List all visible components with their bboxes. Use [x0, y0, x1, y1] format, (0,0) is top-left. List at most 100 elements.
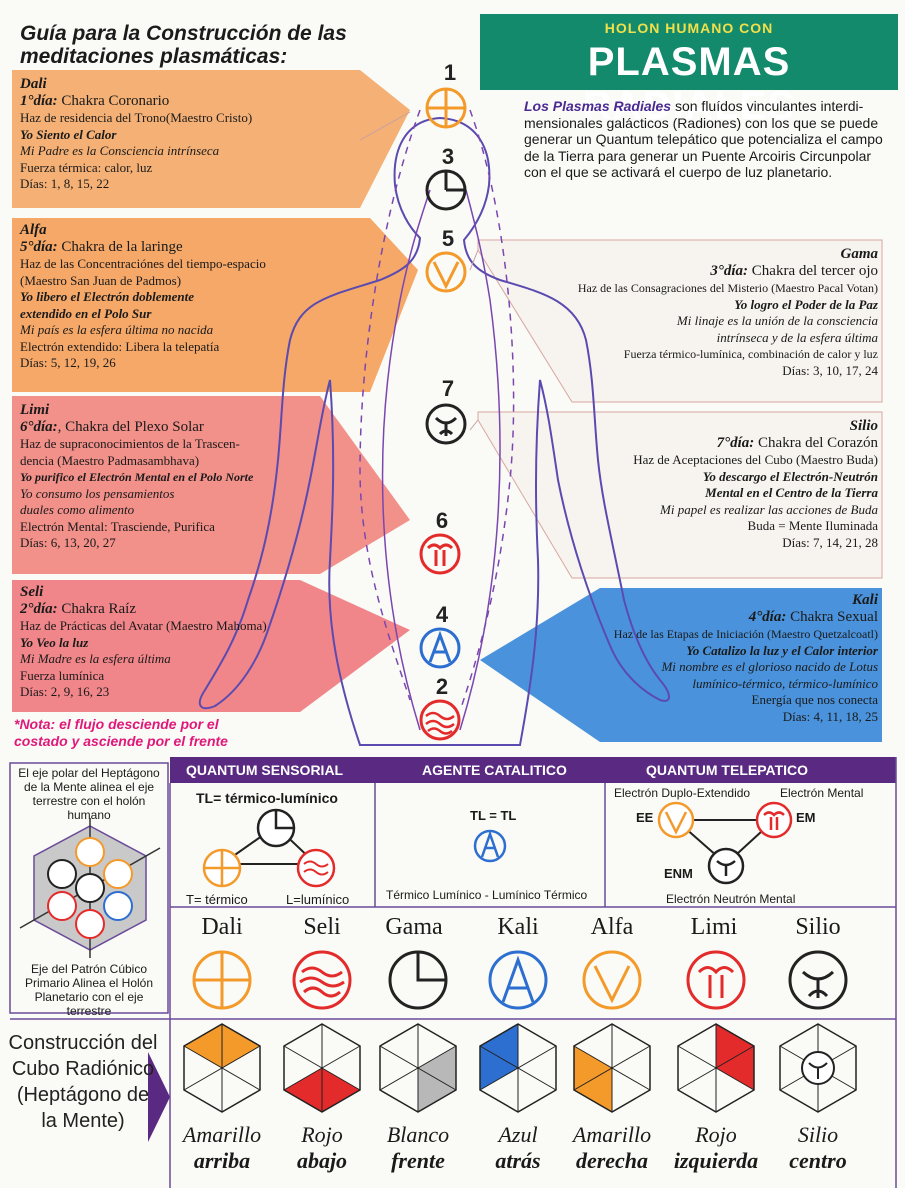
kali-l2: Yo Catalizo la luz y el Calor interior [686, 642, 878, 658]
bottom-frames [9, 757, 897, 1188]
dali-day: 1°día: [20, 93, 58, 109]
body-chakras: 1 3 5 7 6 4 2 [419, 60, 467, 741]
limi-chakra: , Chakra del Plexo Solar [57, 419, 204, 435]
telepatico-ee: EE [636, 810, 654, 825]
cube-amarillo-derecha [573, 1023, 651, 1113]
chakra-number-2: 2 [436, 674, 448, 699]
sensorial-seli-icon [296, 848, 336, 888]
silio-l1a: Haz de [633, 452, 673, 467]
symbol-name-gama: Gama [385, 914, 443, 940]
silio-day: 7°día: [716, 435, 755, 451]
sensorial-t: T= térmico [186, 892, 248, 907]
cube-silio-centro [779, 1023, 857, 1113]
kali-l4: lumínico-térmico, térmico-lumínico [692, 675, 878, 691]
band-telepatico: QUANTUM TELEPATICO [646, 762, 809, 778]
silio-icon [425, 403, 467, 445]
limi-l7: Días: 6, 13, 20, 27 [20, 535, 116, 550]
chakra-number-6: 6 [436, 508, 448, 533]
symbol-name-kali: Kali [497, 914, 539, 940]
cube-amarillo-arriba [183, 1023, 261, 1113]
silio-l6: Días: 7, 14, 21, 28 [782, 534, 878, 550]
seli-l2b: Veo la luz [36, 634, 89, 650]
header-box: HOLON HUMANO CON PLASMAS RADIALES [480, 14, 898, 128]
seli-l5: Días: 2, 9, 16, 23 [20, 684, 110, 699]
gama-l1: Haz de las Consagraciones del Misterio (… [577, 281, 878, 295]
intro-highlight: Los Plasmas Radiales [524, 98, 672, 114]
seli-l4: Fuerza lumínica [20, 667, 105, 683]
limi-day: 6°día: [20, 419, 58, 435]
alfa-panel: Alfa 5°día: Chakra de la laringe Haz de … [20, 222, 360, 372]
silio-name: Silio [849, 418, 878, 434]
gama-l5: Fuerza térmico-lumínica, combinación de … [623, 347, 878, 361]
hept-gama-icon [47, 859, 77, 889]
gama-l2: Yo logro el Poder de la Paz [734, 296, 878, 312]
silio-l5: Buda = Mente Iluminada [747, 518, 878, 533]
dali-l3: Mi Padre es la Consciencia intrínseca [20, 143, 220, 158]
catalitico-tl: TL = TL [470, 808, 517, 823]
row-limi-icon [686, 950, 746, 1010]
dali-l1: Haz de residencia del [20, 110, 135, 125]
seli-l1: Haz de Prácticas del Avatar (Maestro Mah… [20, 618, 267, 633]
telepatico-silio-icon [707, 847, 745, 885]
limi-l3: Yo purifico el Electrón Mental en el Pol… [20, 470, 254, 484]
limi-l6: Electrón Mental: [20, 518, 111, 534]
gama-chakra: Chakra del tercer ojo [748, 263, 878, 279]
kali-chakra: Chakra Sexual [786, 609, 878, 625]
heptagon-bottom-text: Eje del Patrón Cúbico Primario Alinea el… [24, 962, 154, 1018]
silio-chakra: Chakra del Corazón [754, 435, 878, 451]
seli-l3: Mi Madre es la esfera última [20, 651, 171, 666]
seli-day: 2°día: [20, 601, 58, 617]
dali-l4: Fuerza térmica: calor, luz [20, 159, 153, 175]
cubo-arrow-icon [148, 1052, 170, 1142]
dali-name: Dali [20, 76, 47, 92]
dali-l2: Yo Siento el Calor [20, 126, 117, 142]
gama-l4: intrínseca y de la esfera última [716, 329, 878, 345]
cube-azul-atras [479, 1023, 557, 1113]
limi-l1b: Trascen- [194, 436, 240, 451]
sensorial-diagram [202, 808, 336, 888]
kali-icon [419, 627, 461, 669]
limi-l6b: Trasciende, Purifica [110, 518, 215, 534]
page-title: Guía para la Construcción de las meditac… [20, 22, 347, 68]
limi-icon [419, 533, 461, 575]
sensorial-dali-icon [202, 848, 242, 888]
alfa-l7: Días: 5, 12, 19, 26 [20, 355, 116, 370]
gama-l6: Días: 3, 10, 17, 24 [782, 362, 878, 378]
intro-text: Los Plasmas Radiales son fluídos vincula… [524, 98, 894, 181]
telepatico-c: Electrón Neutrón Mental [666, 892, 796, 906]
sensorial-l: L=lumínico [286, 892, 350, 907]
cube-rojo-abajo [283, 1023, 361, 1113]
seli-panel: Seli 2°día: Chakra Raíz Haz de Prácticas… [20, 584, 320, 701]
row-dali-icon [192, 950, 252, 1010]
flow-note: *Nota: el flujo desciende por el costado… [14, 716, 228, 749]
silio-l4: Mi papel es realizar las acciones de Bud… [660, 501, 878, 517]
dali-l1b: Trono(Maestro Cristo) [134, 110, 253, 125]
alfa-icon [425, 251, 467, 293]
alfa-name: Alfa [20, 222, 47, 238]
telepatico-a: Electrón Duplo-Extendido [614, 786, 751, 800]
seli-l2a: Yo [20, 634, 37, 650]
dali-l5: Días: 1, 8, 15, 22 [20, 176, 110, 191]
heptagon-top-text: El eje polar del Heptágono de la Mente a… [18, 766, 160, 822]
dali-chakra: Chakra Coronario [57, 93, 170, 109]
row-gama-icon [388, 950, 448, 1010]
hept-seli-icon [75, 909, 105, 939]
limi-name: Limi [20, 402, 50, 418]
limi-panel-bg [12, 396, 410, 574]
limi-l5: duales como alimento [20, 502, 135, 517]
heptagon-diagram [19, 818, 161, 958]
band-sensorial: QUANTUM SENSORIAL [186, 762, 344, 778]
alfa-l4: extendido en el Polo Sur [20, 305, 152, 321]
cube-blanco-frente [379, 1023, 457, 1113]
telepatico-enm: ENM [664, 866, 693, 881]
seli-name: Seli [20, 584, 44, 600]
header-subtitle: HOLON HUMANO CON [604, 20, 774, 36]
gama-name: Gama [840, 246, 879, 262]
row-alfa-icon [582, 950, 642, 1010]
chakra-number-4: 4 [436, 602, 449, 627]
